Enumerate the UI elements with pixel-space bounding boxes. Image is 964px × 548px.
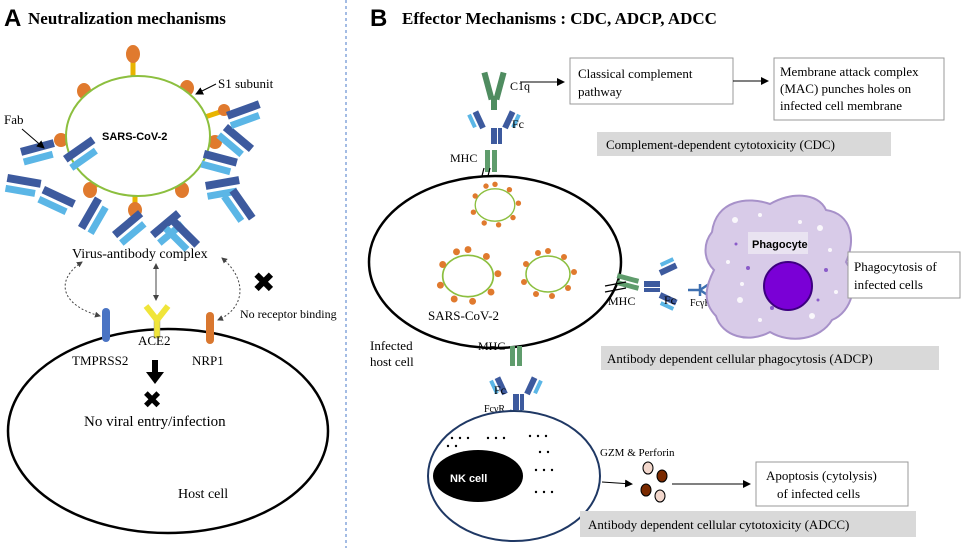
- panel-b-letter: B: [370, 5, 387, 32]
- no-entry-label: No viral entry/infection: [84, 414, 226, 430]
- fc-label-adcp: Fc: [664, 293, 676, 307]
- panel-b-title: Effector Mechanisms : CDC, ADCP, ADCC: [402, 9, 717, 28]
- fcgr-label-adcc: FcγR: [484, 404, 505, 415]
- nk-granules: [446, 434, 554, 494]
- panel-a-letter: A: [4, 5, 21, 32]
- mac-line1: Membrane attack complex: [780, 64, 919, 79]
- ace2-receptor-icon: [143, 304, 171, 339]
- gzm-perforin-label: GZM & Perforin: [600, 447, 675, 459]
- virus-label-a: SARS-CoV-2: [102, 131, 167, 143]
- granzyme-granules-icon: [640, 461, 668, 503]
- entry-blocked-x-icon: ✖: [142, 387, 162, 414]
- mhc-cdc: [485, 150, 497, 172]
- fcgr-receptor-adcp-icon: [688, 280, 713, 300]
- host-cell: [6, 327, 330, 535]
- fc-label-adcc: Fc: [494, 383, 506, 397]
- adcc-label: Antibody dependent cellular cytotoxicity…: [588, 517, 849, 532]
- mac-box: [773, 57, 945, 121]
- apoptosis-line2: of infected cells: [777, 486, 860, 501]
- adcp-label-box: [601, 346, 939, 370]
- nk-cell-label: NK cell: [450, 473, 487, 485]
- mhc-label-cdc: MHC: [450, 151, 477, 165]
- no-binding-label: No receptor binding: [240, 307, 337, 321]
- host-cell-label: Host cell: [178, 487, 228, 502]
- blocked-x-icon: ✖: [252, 267, 275, 298]
- phagocyte-label: Phagocyte: [752, 239, 808, 251]
- receptor-label-nrp1: NRP1: [192, 353, 224, 368]
- sars-cov-2-virion-large: [54, 45, 230, 218]
- apoptosis-box: [755, 461, 909, 507]
- mac-line3: infected cell membrane: [780, 98, 902, 113]
- adcp-label: Antibody dependent cellular phagocytosis…: [607, 351, 873, 366]
- classical-pathway-line2: pathway: [578, 84, 623, 99]
- classical-pathway-box: [569, 57, 734, 105]
- fc-label-cdc: Fc: [512, 117, 524, 131]
- phagocytosis-line2: infected cells: [854, 277, 923, 292]
- s1-subunit-label: S1 subunit: [218, 76, 274, 91]
- c1q-label: C1q: [510, 79, 530, 93]
- panel-b: B Effector Mechanisms : CDC, ADCP, ADCC …: [367, 5, 961, 542]
- infected-cell-line2: host cell: [370, 354, 414, 369]
- complex-label: Virus-antibody complex: [72, 247, 208, 262]
- fcgr-label-adcp: FcγR: [690, 298, 711, 309]
- adcc-label-box: [580, 511, 916, 537]
- panel-a: A Neutralization mechanisms: [4, 5, 337, 535]
- tmprss2-receptor-icon: [102, 308, 110, 342]
- receptor-label-ace2: ACE2: [138, 333, 171, 348]
- mhc-adcp: [616, 273, 640, 291]
- mhc-adcc: [510, 346, 522, 366]
- receptor-label-tmprss2: TMPRSS2: [72, 353, 128, 368]
- mhc-label-adcp: MHC: [608, 294, 635, 308]
- cdc-label-box: [597, 132, 891, 156]
- mac-line2: (MAC) punches holes on: [780, 81, 912, 96]
- nk-cell-nucleus: [433, 450, 523, 502]
- fab-label: Fab: [4, 112, 24, 127]
- virus-label-b: SARS-CoV-2: [428, 308, 499, 323]
- phagocyte-nucleus: [763, 261, 813, 311]
- cdc-label: Complement-dependent cytotoxicity (CDC): [606, 137, 835, 152]
- apoptosis-line1: Apoptosis (cytolysis): [766, 468, 877, 483]
- phagocytosis-box: [847, 251, 961, 299]
- infected-cell-line1: Infected: [370, 338, 413, 353]
- classical-pathway-line1: Classical complement: [578, 66, 693, 81]
- phagocytosis-line1: Phagocytosis of: [854, 259, 937, 274]
- panel-a-title: Neutralization mechanisms: [28, 9, 226, 28]
- nrp1-receptor-icon: [206, 312, 214, 344]
- infected-host-cell: [367, 174, 623, 350]
- mhc-label-adcc: MHC: [478, 339, 505, 353]
- c1q-complex: [481, 71, 507, 110]
